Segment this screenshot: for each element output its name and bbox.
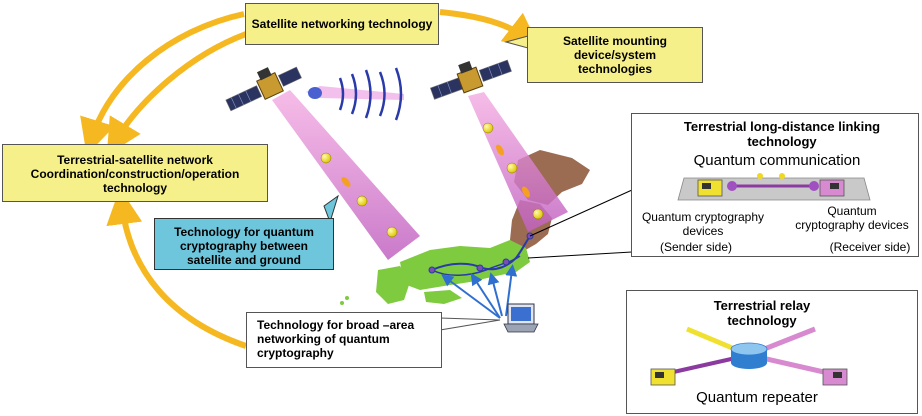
satellite-networking-text: Satellite networking technology xyxy=(251,17,433,31)
access-arrow xyxy=(441,274,501,319)
beam-dot xyxy=(356,195,368,207)
inter-satellite-link xyxy=(306,67,404,121)
broad-area-callout: Technology for broad –area networking of… xyxy=(246,312,442,368)
arrow-inner-left xyxy=(106,31,248,156)
tail-broad xyxy=(439,317,501,331)
linking-panel: Terrestrial long-distance linking techno… xyxy=(631,113,919,257)
broad-area-text: Technology for broad –area networking of… xyxy=(257,318,415,360)
photon xyxy=(779,173,785,179)
photon xyxy=(757,173,763,179)
quantum-device-icon xyxy=(650,368,676,386)
satellite-icon xyxy=(225,66,302,112)
relay-panel-title: Terrestrial relay technology xyxy=(713,298,811,328)
beam-left xyxy=(272,90,420,260)
terrestrial-satellite-callout: Terrestrial-satellite network Coordinati… xyxy=(2,144,268,202)
sender-side-label: (Sender side) xyxy=(659,240,733,254)
laser-source xyxy=(308,87,322,99)
quantum-device-icon xyxy=(819,179,845,197)
network-node xyxy=(476,264,484,272)
map-shikoku xyxy=(424,290,462,304)
tail-cyan xyxy=(323,194,339,224)
beams xyxy=(272,90,568,260)
beam-flare xyxy=(341,177,351,187)
quantum-device-icon xyxy=(822,368,848,386)
quantum-device-icon xyxy=(697,179,723,197)
map-island xyxy=(340,301,344,305)
beam-dot xyxy=(482,122,494,134)
arrow-bottom-left xyxy=(106,188,247,349)
laptop-icon xyxy=(503,303,539,333)
panel-connector xyxy=(527,251,633,259)
satellite-networking-callout: Satellite networking technology xyxy=(245,3,439,45)
receiver-label: Quantum cryptography devices xyxy=(795,204,909,232)
sender-label: Quantum cryptography devices xyxy=(641,210,765,238)
signal-waves xyxy=(338,67,403,121)
panel-connector xyxy=(529,189,633,237)
satellite-mounting-callout: Satellite mounting device/system technol… xyxy=(527,27,703,83)
ground-network xyxy=(428,189,633,319)
relay-panel: Terrestrial relay technology Quantum rep… xyxy=(626,290,918,414)
linking-panel-title: Terrestrial long-distance linking techno… xyxy=(683,119,881,149)
network-node xyxy=(428,266,436,274)
relay-illustration xyxy=(650,326,848,386)
relay-caption: Quantum repeater xyxy=(696,389,818,406)
linking-panel-subtitle: Quantum communication xyxy=(693,152,861,169)
map-island xyxy=(345,296,349,300)
linking-illustration xyxy=(677,173,871,201)
access-arrow xyxy=(470,272,501,319)
beam-flare xyxy=(496,144,504,156)
beam-dot xyxy=(532,208,544,220)
access-arrow xyxy=(505,264,518,317)
satellite-mounting-text: Satellite mounting device/system technol… xyxy=(562,34,667,76)
terrestrial-satellite-text: Terrestrial-satellite network Coordinati… xyxy=(30,153,240,195)
beam-flare xyxy=(522,186,530,198)
beam-dot xyxy=(506,162,518,174)
channel-node xyxy=(727,181,737,191)
feedback-arrows xyxy=(80,9,541,349)
quantum-crypto-callout: Technology for quantum cryptography betw… xyxy=(154,218,334,270)
beam-dot xyxy=(320,152,332,164)
tail-mounting xyxy=(504,35,529,49)
quantum-crypto-text: Technology for quantum cryptography betw… xyxy=(174,225,314,267)
access-arrow xyxy=(487,272,503,317)
arrow-top-right xyxy=(439,9,541,50)
receiver-side-label: (Receiver side) xyxy=(829,240,911,254)
satellite-icon xyxy=(429,59,512,100)
arrow-top-left xyxy=(80,11,245,156)
channel-node xyxy=(809,181,819,191)
map-kyushu xyxy=(376,266,410,304)
beam-dot xyxy=(386,226,398,238)
quantum-repeater-icon xyxy=(730,342,768,369)
network-link xyxy=(431,235,531,271)
map-honshu xyxy=(400,240,530,290)
